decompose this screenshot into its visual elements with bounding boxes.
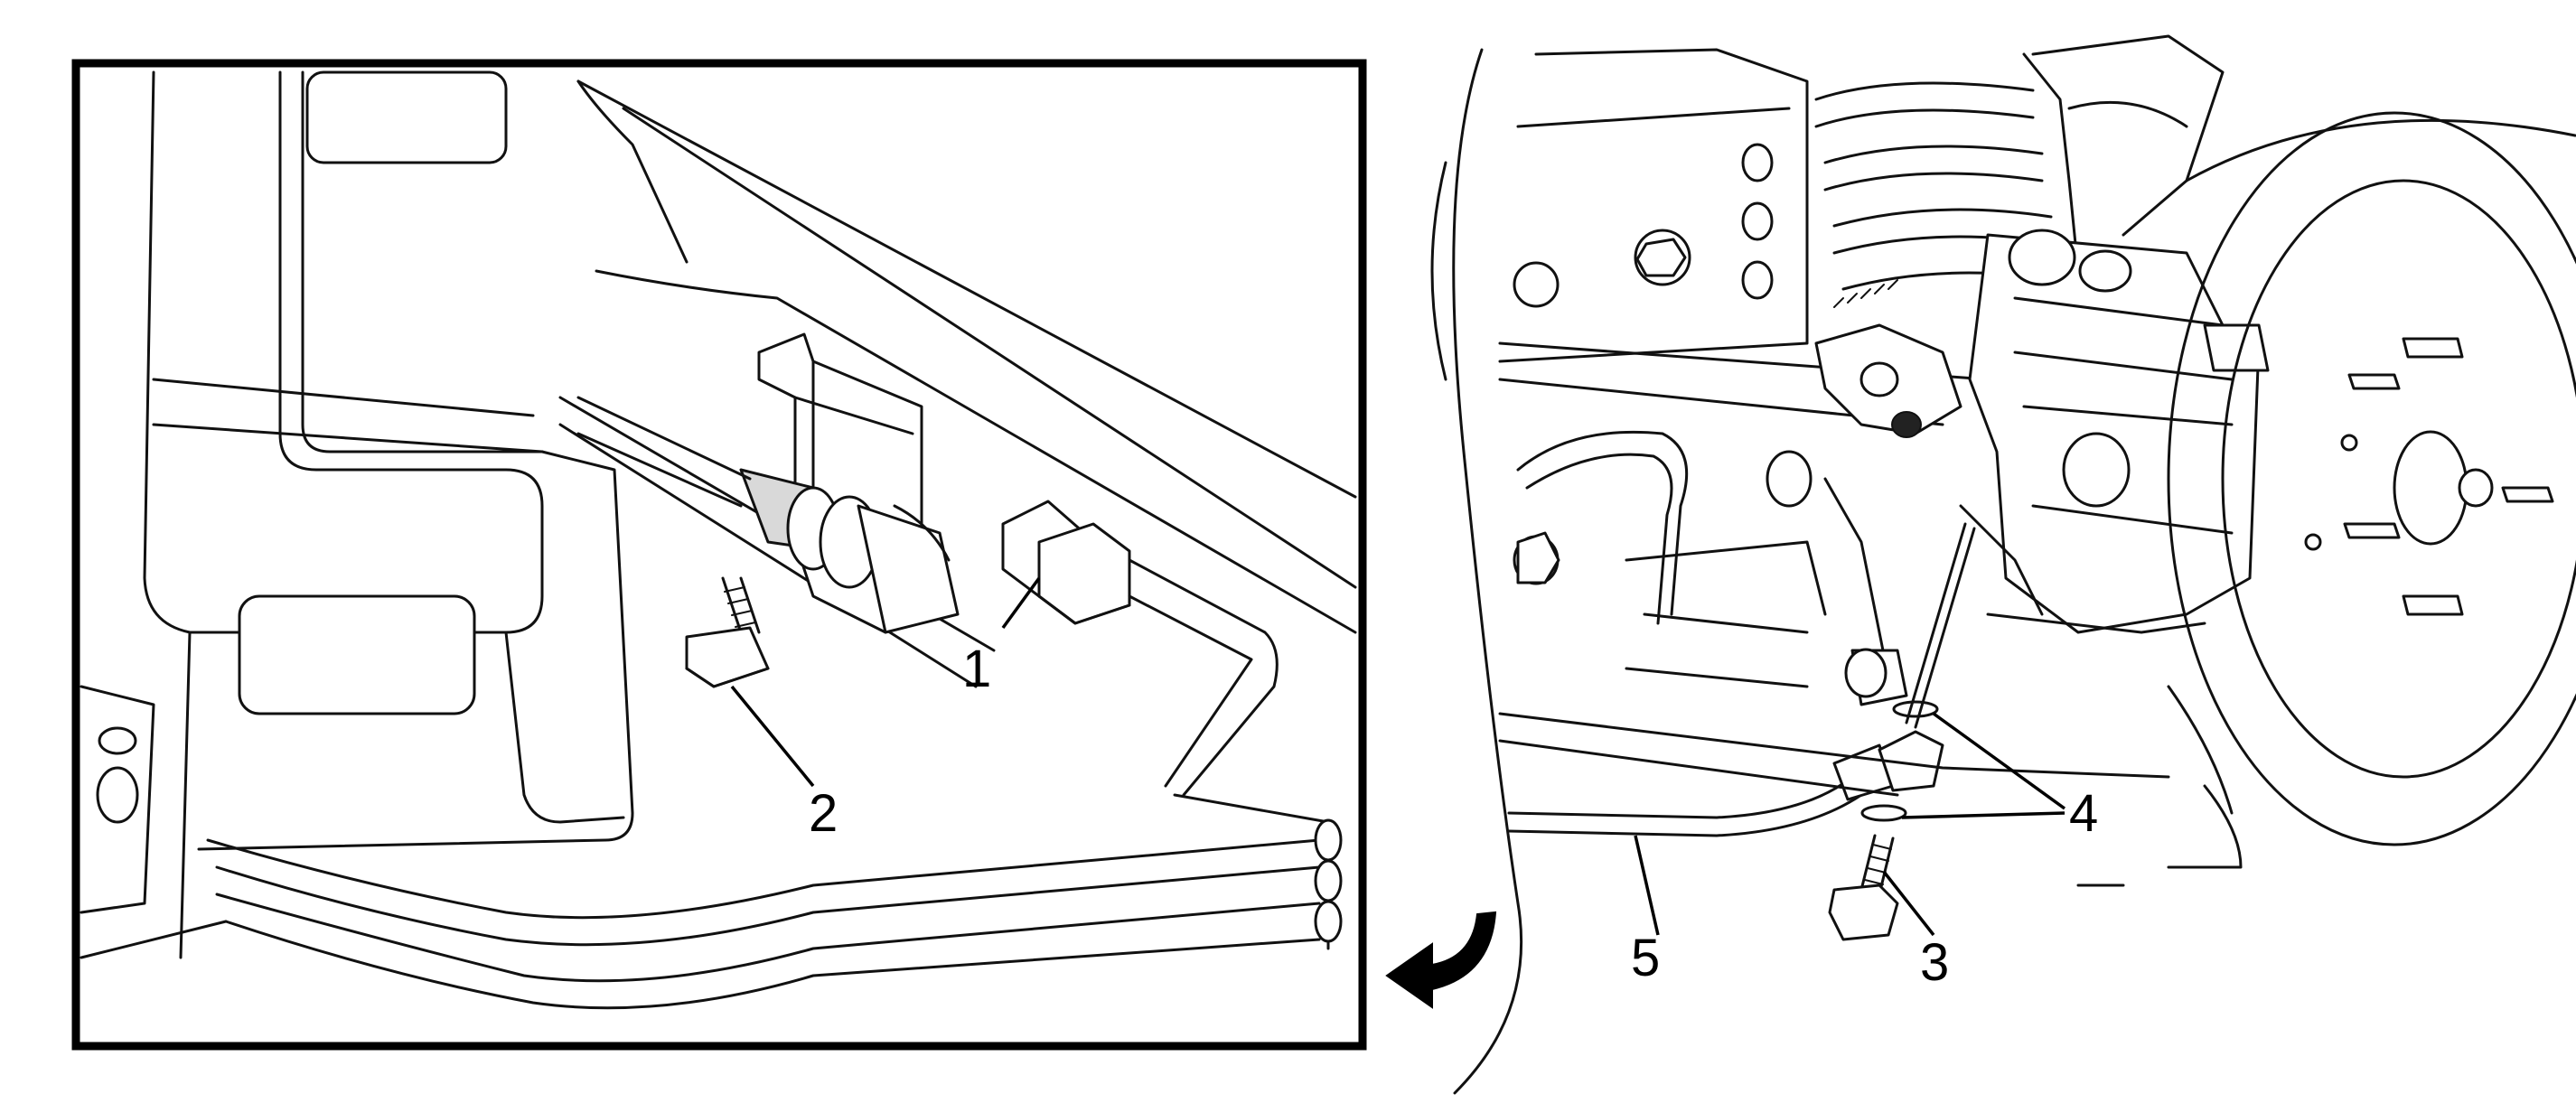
callout-2: 2 [730, 685, 838, 843]
banjo-bolt-3 [1828, 522, 1976, 941]
callout-1: 1 [962, 576, 1041, 698]
curved-arrow-left-icon [1385, 911, 1497, 1009]
chassis-panel [143, 70, 544, 634]
wheel-studs [2343, 337, 2554, 616]
panel-slot [238, 594, 476, 715]
callout-5: 5 [1631, 835, 1660, 987]
fender-arc [1452, 48, 1523, 1095]
svg-text:1: 1 [962, 640, 991, 698]
brake-hose-5 [1507, 730, 1944, 837]
callout-4: 4 [1901, 712, 2098, 843]
callout-3: 3 [1882, 870, 1949, 992]
svg-text:4: 4 [2069, 784, 2098, 843]
brake-rotor [2167, 111, 2576, 846]
svg-text:5: 5 [1631, 929, 1660, 987]
main-view [1430, 34, 2576, 1095]
bolt-2 [685, 576, 770, 688]
svg-text:2: 2 [809, 784, 838, 843]
detail-view [80, 70, 1357, 1010]
svg-text:3: 3 [1920, 933, 1949, 992]
brake-caliper [1968, 229, 2270, 634]
fitting-1 [1001, 500, 1131, 625]
washers-4 [1860, 700, 1939, 822]
park-brake-lever [1814, 279, 1962, 438]
detail-frame [71, 59, 1367, 1051]
